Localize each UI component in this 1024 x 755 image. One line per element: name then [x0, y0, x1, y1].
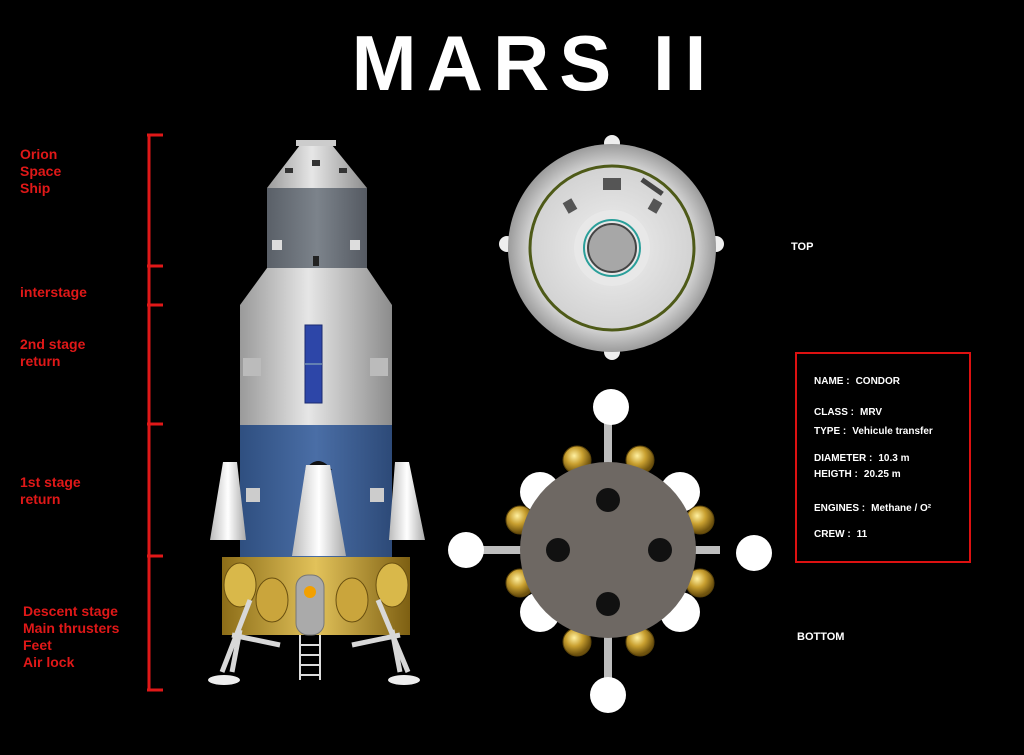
label-interstage: interstage — [20, 284, 87, 300]
spec-class: CLASS : MRV — [814, 407, 882, 418]
spec-name-key: NAME : — [814, 376, 850, 387]
spec-diameter-key: DIAMETER : — [814, 453, 873, 464]
spec-type: TYPE : Vehicule transfer — [814, 426, 933, 437]
spec-class-value: MRV — [860, 407, 883, 418]
spec-height-value: 20.25 m — [863, 469, 901, 480]
spec-height: HEIGTH : 20.25 m — [814, 469, 901, 480]
label-first-stage: 1st stage return — [20, 474, 81, 507]
label-second-stage: 2nd stage return — [20, 336, 86, 369]
spec-diameter: DIAMETER : 10.3 m — [814, 453, 909, 464]
spec-crew-value: 11 — [856, 529, 868, 540]
spec-engines-key: ENGINES : — [814, 503, 866, 514]
spec-name-value: CONDOR — [855, 376, 901, 387]
bottom-view-label: BOTTOM — [797, 631, 845, 643]
spec-type-key: TYPE : — [814, 426, 847, 437]
page-title: MARS II — [351, 19, 717, 107]
spec-diameter-value: 10.3 m — [878, 453, 910, 464]
label-descent-stage: Descent stage Main thrusters Feet Air lo… — [23, 603, 120, 670]
spec-height-key: HEIGTH : — [814, 469, 858, 480]
spec-class-key: CLASS : — [814, 407, 854, 418]
spec-type-value: Vehicule transfer — [852, 426, 933, 437]
spec-engines: ENGINES : Methane / O² — [814, 503, 931, 514]
spec-panel: NAME : CONDOR CLASS : MRV TYPE : Vehicule t… — [795, 352, 971, 563]
spec-crew: CREW : 11 — [814, 529, 867, 540]
spec-name: NAME : CONDOR — [814, 376, 900, 387]
top-view-label: TOP — [791, 241, 814, 253]
spec-engines-value: Methane / O² — [871, 503, 932, 514]
label-orion: Orion Space Ship — [20, 146, 62, 196]
spec-crew-key: CREW : — [814, 529, 851, 540]
